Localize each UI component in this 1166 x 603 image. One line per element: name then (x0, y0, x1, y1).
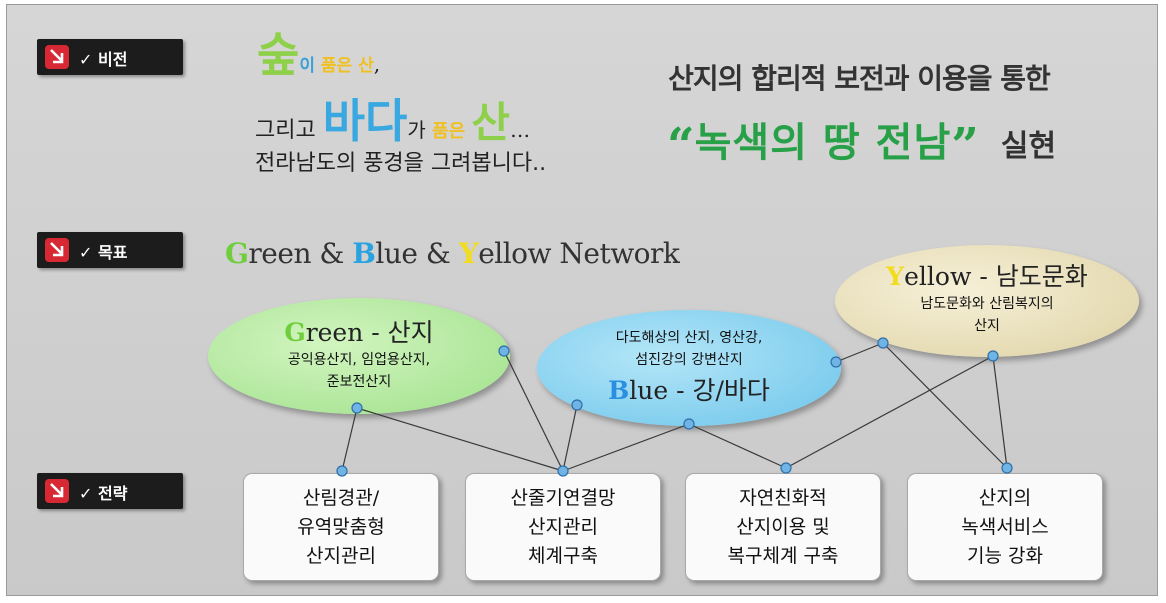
vision-word: 품은 (425, 121, 472, 142)
green-title: reen - 산지 (305, 318, 434, 347)
vision-word: 숲 (257, 28, 300, 82)
blue-desc-2: 섬진강의 강변산지 (635, 352, 743, 368)
vision-word: 그리고 (255, 118, 323, 143)
goal-network-title: Green & Blue & Yellow Network (225, 237, 680, 270)
goal-text: reen & (248, 237, 353, 270)
network-line (562, 404, 578, 472)
goal-letter-y: Y (458, 237, 479, 270)
strategy-line: 산지의 (978, 486, 1032, 509)
yellow-desc-2: 산지 (974, 318, 1000, 334)
network-node (780, 462, 792, 474)
strategy-line: 산지관리 (528, 515, 598, 538)
strategy-line: 녹색서비스 (961, 515, 1049, 538)
network-line (835, 342, 884, 363)
network-node (987, 350, 999, 362)
strategy-line: 기능 강화 (967, 544, 1043, 567)
network-node (336, 465, 348, 477)
strategy-line: 산림경관/ (302, 486, 380, 509)
vision-word: 바다 (322, 94, 408, 148)
strategy-line: 산지관리 (306, 544, 376, 567)
network-line (562, 423, 690, 472)
goal-letter-b: B (352, 237, 376, 270)
yellow-letter: Y (886, 262, 905, 291)
vision-line-2: 그리고 바다가 품은 산… (255, 85, 530, 151)
strategy-box-3: 자연친화적 산지이용 및 복구체계 구축 (685, 473, 881, 581)
network-line (688, 423, 787, 469)
strategy-line: 자연친화적 (739, 486, 827, 509)
section-label-goal: ✓ 목표 (37, 232, 183, 268)
strategy-box-2: 산줄기연결망 산지관리 체계구축 (465, 473, 661, 581)
yellow-desc-1: 남도문화와 산림복지의 (920, 296, 1054, 312)
vision-word: 가 (407, 118, 426, 142)
vision-word: 이 (299, 56, 315, 76)
diagram-canvas: ✓ 비전 ✓ 목표 ✓ 전략 숲이 품은 산, 그리고 바다가 품은 산… 전라… (6, 4, 1158, 596)
network-node (571, 399, 583, 411)
blue-letter: B (608, 376, 630, 405)
arrow-icon (45, 238, 69, 262)
arrow-icon (45, 45, 69, 69)
section-label-strategy: ✓ 전략 (37, 473, 183, 509)
strategy-line: 산지이용 및 (736, 515, 830, 538)
green-desc-2: 준보전산지 (326, 374, 392, 390)
goal-letter-g: G (225, 237, 249, 270)
network-lines (336, 337, 1013, 477)
slogan-green-text: 녹색의 땅 전남 (694, 120, 952, 166)
vision-word: , (373, 52, 381, 76)
arrow-icon (45, 479, 69, 503)
vision-word: 산 (471, 98, 511, 147)
green-desc-1: 공익용산지, 임업용산지, (287, 352, 431, 368)
network-line (992, 355, 1008, 469)
network-node (1001, 462, 1013, 474)
vision-word: 품은 산 (314, 56, 374, 76)
strategy-line: 산줄기연결망 (510, 486, 616, 509)
green-letter: G (284, 318, 306, 347)
network-line (356, 407, 564, 472)
network-node (557, 465, 569, 477)
network-node (877, 337, 889, 349)
blue-title: lue - 강/바다 (629, 376, 770, 405)
blue-ellipse: 다도해상의 산지, 영산강, 섬진강의 강변산지 Blue - 강/바다 (537, 310, 841, 426)
slogan-tail: 실현 (1000, 129, 1057, 164)
network-node (683, 418, 695, 430)
vision-line-1: 숲이 품은 산, (257, 19, 380, 85)
slogan-line-1: 산지의 합리적 보전과 이용을 통한 (668, 62, 1051, 95)
strategy-line: 체계구축 (528, 544, 598, 567)
slogan-quote-open: “ (667, 118, 695, 174)
yellow-title: ellow - 남도문화 (904, 262, 1088, 291)
network-line (503, 350, 564, 472)
network-line (341, 407, 358, 472)
strategy-box-4: 산지의 녹색서비스 기능 강화 (907, 473, 1103, 581)
vision-line-3: 전라남도의 풍경을 그려봅니다.. (255, 151, 547, 176)
vision-word: … (510, 118, 531, 142)
goal-text: lue & (375, 237, 459, 270)
network-line (785, 355, 994, 469)
section-label-vision: ✓ 비전 (37, 39, 183, 75)
slogan-quote-close: ” (951, 118, 979, 174)
strategy-line: 복구체계 구축 (727, 544, 839, 567)
goal-text: ellow Network (478, 237, 680, 270)
slogan-line-2: “녹색의 땅 전남” 실현 (667, 110, 1056, 174)
strategy-box-1: 산림경관/ 유역맞춤형 산지관리 (243, 473, 439, 581)
network-node (830, 356, 842, 368)
network-line (882, 342, 1008, 469)
network-node (351, 402, 363, 414)
network-node (498, 345, 510, 357)
green-ellipse: Green - 산지 공익용산지, 임업용산지, 준보전산지 (208, 298, 510, 414)
blue-desc-1: 다도해상의 산지, 영산강, (615, 330, 763, 346)
strategy-line: 유역맞춤형 (297, 515, 385, 538)
